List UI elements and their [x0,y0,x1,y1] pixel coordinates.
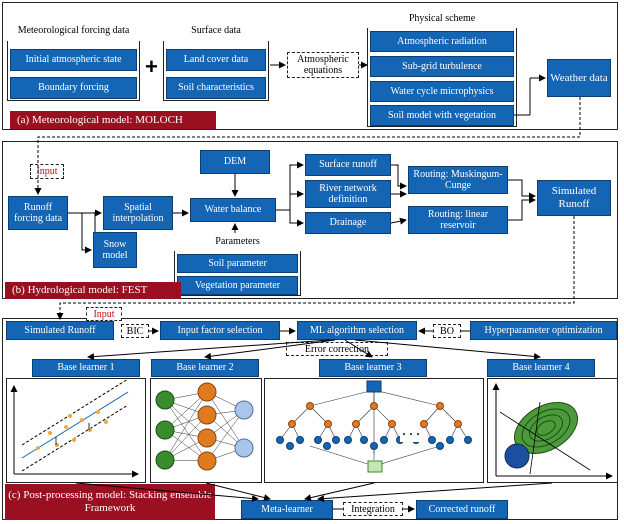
vegetation-parameter-box: Vegetation parameter [177,276,298,295]
panel-b-label: (b) Hydrological model: FEST [5,282,181,299]
boundary-forcing-box: Boundary forcing [10,77,137,99]
error-correction-tag: Error correction [286,342,388,356]
simulated-runoff-box-c: Simulated Runoff [6,321,114,340]
base-learner-1-box: Base learner 1 [32,359,140,377]
corrected-runoff-box: Corrected runoff [416,500,508,519]
learner-3-ellipsis: · · · [400,427,423,442]
river-network-box: River network definition [305,180,391,208]
dem-box: DEM [200,150,270,174]
hyperparameter-box: Hyperparameter optimization [470,321,617,340]
atmospheric-radiation-box: Atmospheric radiation [370,31,514,52]
spatial-interpolation-box: Spatial interpolation [103,196,173,230]
drainage-box: Drainage [305,212,391,234]
soil-characteristics-box: Soil characteristics [166,77,266,99]
water-balance-box: Water balance [190,198,276,222]
soil-parameter-box: Soil parameter [177,254,298,273]
surface-runoff-box: Surface runoff [305,154,391,176]
panel-c-label: (c) Post-processing model: Stacking ense… [5,484,215,520]
base-learner-3-box: Base learner 3 [319,359,427,377]
surface-title: Surface data [163,21,269,41]
input-tag-c: Input [86,307,122,321]
weather-data-box: Weather data [547,59,611,97]
routing-muskingum-box: Routing: Muskingum-Cunge [408,166,508,194]
parameters-title: Parameters [174,233,301,251]
base-learner-4-box: Base learner 4 [487,359,595,377]
atmospheric-equations-box: Atmospheric equations [287,52,359,78]
learner-3-plot [276,380,472,473]
physics-title: Physical scheme [367,10,517,28]
snow-model-box: Snow model [93,232,137,268]
sub-grid-turbulence-box: Sub-grid turbulence [370,56,514,77]
runoff-forcing-box: Runoff forcing data [8,196,68,230]
bo-tag: BO [433,324,461,338]
meta-learner-box: Meta-learner [241,500,333,519]
panel-a-label: (a) Meteorological model: MOLOCH [10,111,216,129]
routing-linear-box: Routing: linear reservoir [408,206,508,234]
plus-sign: + [145,54,158,79]
forcing-title: Meteorological forcing data [7,21,140,41]
water-cycle-microphysics-box: Water cycle microphysics [370,81,514,102]
land-cover-box: Land cover data [166,49,266,71]
input-factor-box: Input factor selection [160,321,280,340]
integration-tag: Integration [343,502,403,516]
learner-4-plot [492,383,613,480]
learner-1-plot [10,378,139,478]
initial-atmospheric-state-box: Initial atmospheric state [10,49,137,71]
simulated-runoff-box-b: Simulated Runoff [537,180,611,216]
ml-selection-box: ML algorithm selection [297,321,417,340]
learner-2-plot [155,382,254,471]
soil-model-vegetation-box: Soil model with vegetation [370,105,514,126]
bic-tag: BIC [121,324,149,338]
